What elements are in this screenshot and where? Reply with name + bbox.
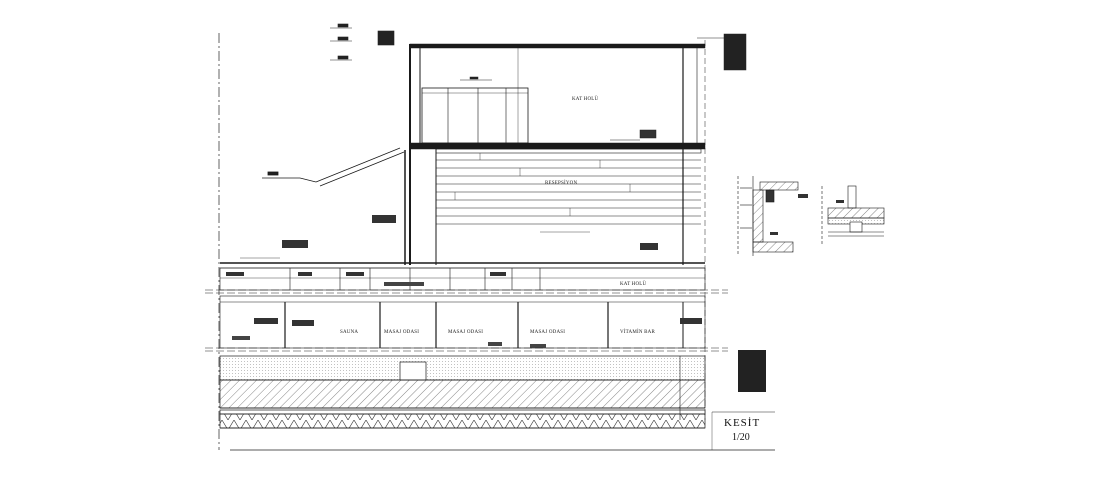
- detail-2: [821, 185, 885, 244]
- upper-annotations: [460, 33, 747, 141]
- upper-floor: [409, 43, 706, 265]
- room-massage-1: MASAJ ODASI: [384, 330, 419, 335]
- room-upper-hall: KAT HOLÜ: [572, 96, 599, 102]
- room-reception: RESEPSİYON: [545, 180, 577, 186]
- ground-floor-slab: [220, 240, 705, 269]
- room-vitamin-bar: VİTAMİN BAR: [620, 329, 655, 335]
- room-lower-hall: KAT HOLÜ: [620, 281, 647, 287]
- room-massage-2: MASAJ ODASI: [448, 330, 483, 335]
- detail-1: [737, 176, 808, 256]
- level-marks-top: [330, 23, 395, 61]
- room-sauna: SAUNA: [340, 330, 358, 335]
- foundation-layers: [219, 350, 766, 429]
- entrance-ramp: [262, 147, 405, 187]
- sheet-title: KESİT: [724, 417, 760, 429]
- sheet-scale: 1/20: [732, 432, 750, 443]
- basement-top-band: [219, 267, 706, 291]
- basement-rooms: [219, 295, 706, 349]
- reception-floor: [372, 148, 702, 265]
- room-massage-3: MASAJ ODASI: [530, 330, 565, 335]
